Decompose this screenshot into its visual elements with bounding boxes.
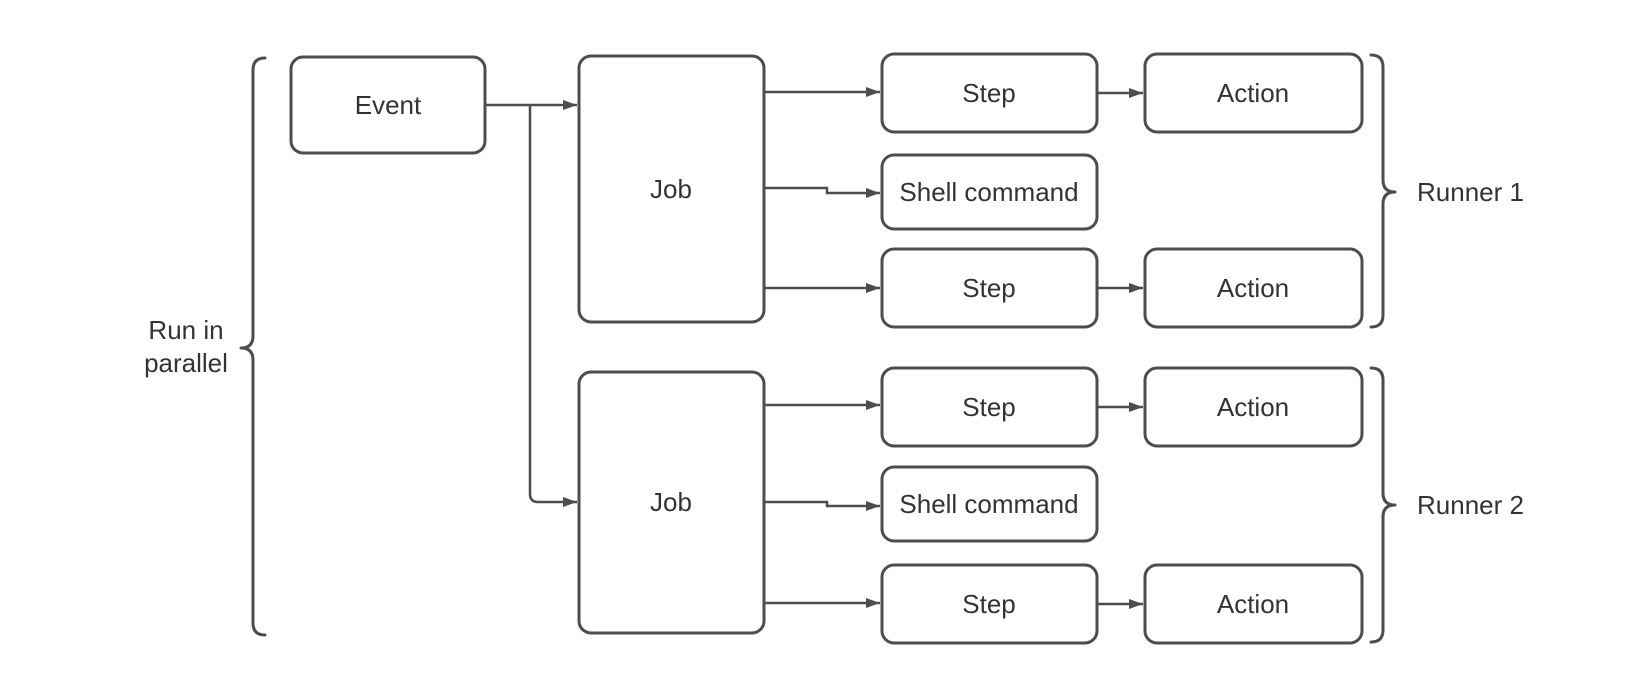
action-node-label: Action [1217,78,1289,108]
runner1-label: Runner 1 [1417,177,1524,207]
action-node-label: Action [1217,273,1289,303]
runner1-brace [1369,53,1397,329]
step-node-label: Step [962,589,1016,619]
run-in-parallel-brace [239,56,267,637]
job-node-label: Job [650,174,692,204]
shell-command-node-label: Shell command [899,489,1078,519]
connector-job2-to-shell2 [764,500,880,511]
action-node-label: Action [1217,392,1289,422]
action-node-label: Action [1217,589,1289,619]
step-node-label: Step [962,273,1016,303]
shell-command-node [880,153,1099,231]
shell-command-node [880,465,1099,543]
runner2-label: Runner 2 [1417,490,1524,520]
action-node [1143,52,1364,134]
run-in-parallel-label-line2: parallel [144,348,228,378]
connector-event-to-job2 [528,105,577,507]
action-node [1143,366,1364,448]
run-in-parallel-label-line1: Run in [148,315,223,345]
shell-command-node-label: Shell command [899,177,1078,207]
event-node-label: Event [355,90,422,120]
job-node-label: Job [650,487,692,517]
connector-job1-to-shell1 [764,186,880,198]
step-node-label: Step [962,392,1016,422]
action-node [1143,247,1364,329]
step-node-label: Step [962,78,1016,108]
runner2-brace [1369,366,1397,644]
action-node [1143,563,1364,645]
